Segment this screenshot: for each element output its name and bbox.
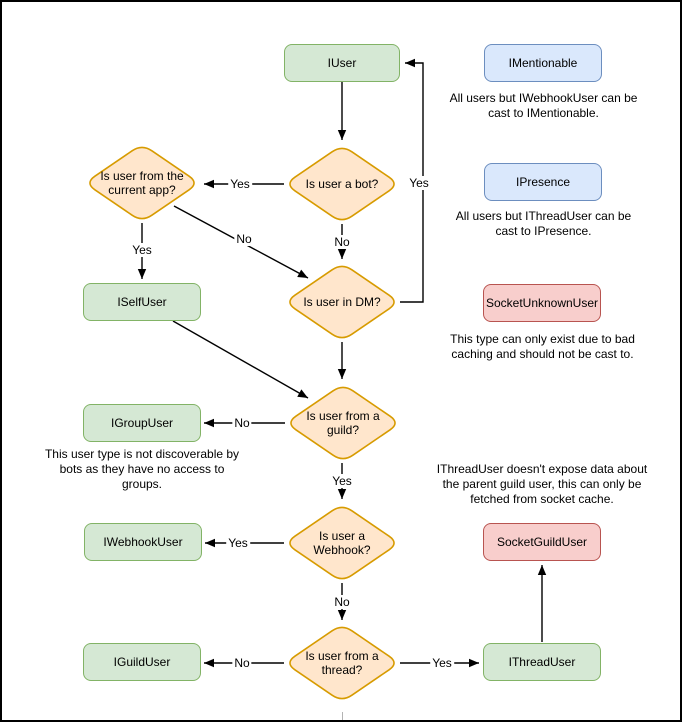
node-ipresence: IPresence: [484, 163, 602, 201]
note-ithreaduser: IThreadUser doesn't expose data about th…: [436, 462, 648, 506]
edge-label-guild-yes: Yes: [330, 474, 354, 488]
decision-is-user-a-bot: Is user a bot?: [284, 144, 400, 224]
decision-is-user-from-thread: Is user from a thread?: [284, 623, 400, 703]
node-iselfuser: ISelfUser: [83, 283, 201, 321]
edge-label-bot-yes: Yes: [228, 177, 252, 191]
note-socketunknownuser: This type can only exist due to bad cach…: [450, 332, 635, 361]
diamond-shape-icon: [289, 265, 395, 339]
edge-label-thread-no: No: [232, 656, 252, 670]
decision-label: Is user from a thread?: [305, 649, 379, 677]
edge-label-dm-yes: Yes: [407, 176, 431, 190]
decision-is-user-from-current-app: Is user from the current app?: [84, 143, 200, 223]
diamond-shape-icon: [289, 147, 395, 221]
note-ipresence: All users but IThreadUser can be cast to…: [455, 209, 632, 238]
decision-label: Is user in DM?: [303, 295, 381, 309]
edge-iselfuser-to-is-guild: [172, 320, 309, 399]
note-igroupuser: This user type is not discoverable by bo…: [44, 447, 240, 491]
edge-label-bot-no: No: [332, 235, 352, 249]
node-socketunknownuser: SocketUnknownUser: [483, 284, 601, 322]
edge-label-currentapp-yes: Yes: [130, 243, 154, 257]
decision-label: Is user from a guild?: [306, 409, 380, 437]
decision-label: Is user a Webhook?: [313, 529, 371, 557]
node-socketguilduser: SocketGuildUser: [483, 523, 601, 561]
node-iuser: IUser: [284, 44, 400, 82]
node-imentionable: IMentionable: [484, 44, 602, 82]
node-ithreaduser: IThreadUser: [483, 643, 601, 681]
edge-label-guild-no: No: [232, 416, 252, 430]
decision-is-user-from-guild: Is user from a guild?: [285, 383, 401, 463]
edge-label-currentapp-no: No: [234, 232, 254, 246]
diamond-shape-icon: [289, 626, 395, 700]
decision-label: Is user from the current app?: [100, 169, 184, 197]
diamond-shape-icon: [89, 146, 195, 220]
node-iwebhookuser: IWebhookUser: [84, 523, 202, 561]
note-imentionable: All users but IWebhookUser can be cast t…: [449, 91, 638, 120]
decision-label: Is user a bot?: [305, 177, 379, 191]
decision-is-user-a-webhook: Is user a Webhook?: [284, 503, 400, 583]
page-boundary-tick: [342, 712, 343, 720]
edge-label-webhook-yes: Yes: [226, 536, 250, 550]
node-igroupuser: IGroupUser: [83, 404, 201, 442]
edge-label-thread-yes: Yes: [430, 656, 454, 670]
diamond-shape-icon: [289, 506, 395, 580]
diamond-shape-icon: [290, 386, 396, 460]
node-iguilduser: IGuildUser: [83, 643, 201, 681]
decision-is-user-in-dm: Is user in DM?: [284, 262, 400, 342]
edge-label-webhook-no: No: [332, 595, 352, 609]
